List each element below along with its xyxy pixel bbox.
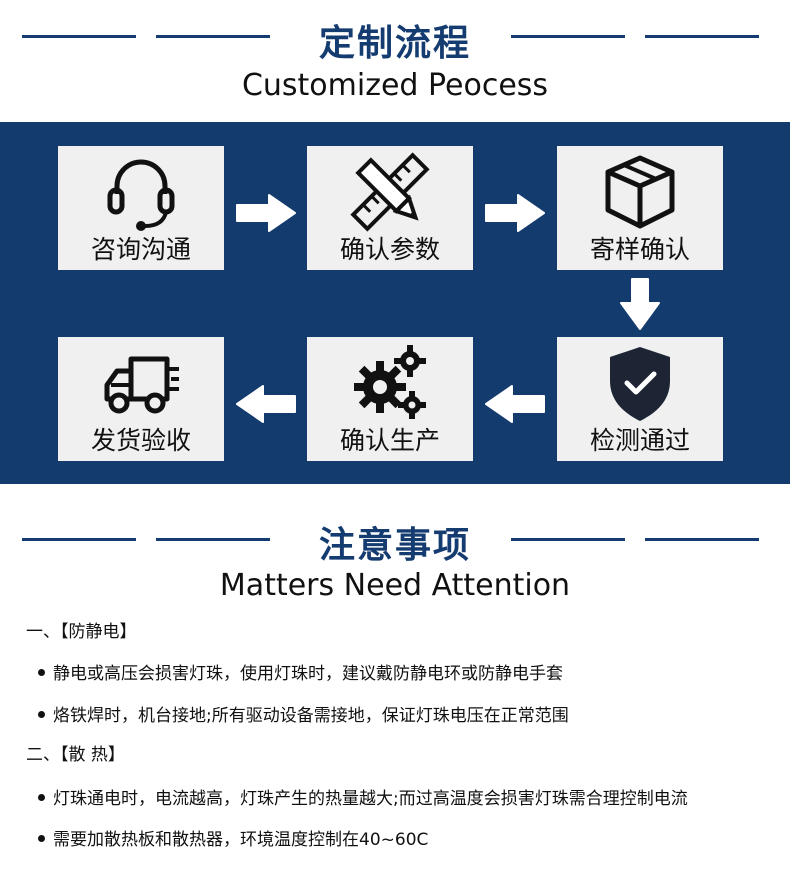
- notice-rule-left-2: [156, 538, 270, 541]
- arrow-right-icon: [485, 194, 545, 232]
- step-card-production: 确认生产: [307, 337, 473, 461]
- arrow-left-icon: [236, 385, 296, 423]
- bullet-dot: [38, 793, 45, 801]
- process-title-cn: 定制流程: [318, 23, 471, 64]
- step-label-consult: 咨询沟通: [90, 235, 191, 264]
- arrow-down-icon: [620, 278, 660, 330]
- step-card-confirm-params: 确认参数: [307, 146, 473, 270]
- arrow-right-icon: [236, 194, 296, 232]
- list-item: 烙铁焊时，机台接地;所有驱动设备需接地，保证灯珠电压在正常范围: [38, 701, 569, 726]
- headset-icon: [107, 159, 175, 231]
- header-rule-left-1: [22, 35, 136, 38]
- bullet-dot: [38, 834, 45, 842]
- pencil-ruler-icon: [350, 152, 430, 232]
- list-item: 需要加散热板和散热器，环境温度控制在40~60C: [38, 825, 428, 850]
- step-label-delivery: 发货验收: [90, 426, 191, 455]
- header-rule-right-1: [511, 35, 625, 38]
- notice-title-en: Matters Need Attention: [219, 568, 571, 603]
- step-label-production: 确认生产: [339, 426, 440, 455]
- gears-icon: [354, 345, 426, 419]
- step-card-consult: 咨询沟通: [58, 146, 224, 270]
- box-icon: [605, 155, 675, 229]
- step-card-sample: 寄样确认: [557, 146, 723, 270]
- arrow-left-icon: [485, 385, 545, 423]
- notice-rule-right-1: [511, 538, 625, 541]
- list-item-text: 烙铁焊时，机台接地;所有驱动设备需接地，保证灯珠电压在正常范围: [53, 706, 569, 726]
- header-rule-right-2: [645, 35, 759, 38]
- list-item-text: 需要加散热板和散热器，环境温度控制在40~60C: [53, 830, 429, 850]
- bullet-dot: [38, 668, 45, 676]
- list-item-text: 静电或高压会损害灯珠，使用灯珠时，建议戴防静电环或防静电手套: [53, 664, 563, 684]
- header-rule-left-2: [156, 35, 270, 38]
- section-heading-antistatic: 一、【防静电】: [26, 622, 137, 642]
- list-item-text: 灯珠通电时，电流越高，灯珠产生的热量越大;而过高温度会损害灯珠需合理控制电流: [53, 789, 688, 809]
- shield-check-icon: [610, 347, 670, 421]
- step-card-delivery: 发货验收: [58, 337, 224, 461]
- notice-rule-right-2: [645, 538, 759, 541]
- list-item: 灯珠通电时，电流越高，灯珠产生的热量越大;而过高温度会损害灯珠需合理控制电流: [38, 784, 688, 809]
- process-title-en: Customized Peocess: [241, 68, 549, 103]
- step-label-sample: 寄样确认: [589, 235, 690, 264]
- notice-rule-left-1: [22, 538, 136, 541]
- step-label-confirm-params: 确认参数: [339, 235, 440, 264]
- list-item: 静电或高压会损害灯珠，使用灯珠时，建议戴防静电环或防静电手套: [38, 659, 563, 684]
- bullet-dot: [38, 710, 45, 718]
- step-label-inspection: 检测通过: [589, 426, 690, 455]
- truck-icon: [104, 356, 179, 414]
- notice-title-cn: 注意事项: [318, 525, 471, 566]
- section-heading-heat: 二、【散 热】: [26, 745, 125, 765]
- step-card-inspection: 检测通过: [557, 337, 723, 461]
